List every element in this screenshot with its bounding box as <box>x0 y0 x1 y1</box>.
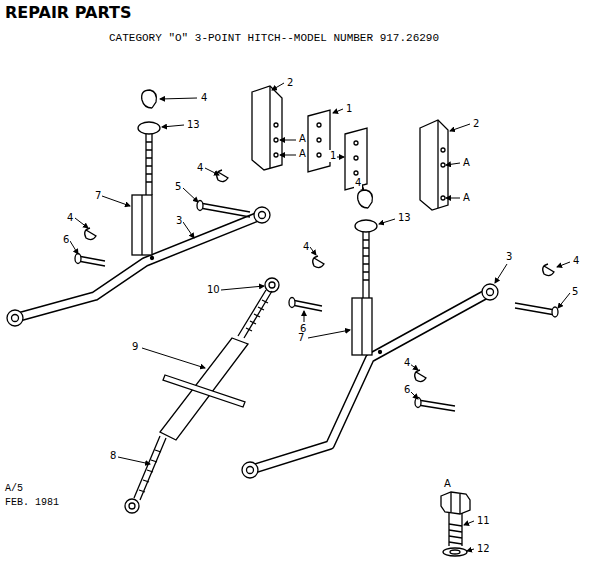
callout-number: 3 <box>505 251 513 263</box>
callout-number: 12 <box>476 543 491 555</box>
callout-number: A <box>298 133 307 145</box>
callout-number: 4 <box>200 92 208 104</box>
callout-number: 4 <box>354 177 362 189</box>
callout-number: 1 <box>345 103 353 115</box>
callout-number: 4 <box>403 357 411 369</box>
callout-number: A <box>462 192 471 204</box>
callout-number: 5 <box>571 286 579 298</box>
subtitle: CATEGORY "O" 3-POINT HITCH--MODEL NUMBER… <box>108 32 440 45</box>
callout-number: 6 <box>403 384 411 396</box>
callout-number: 11 <box>476 515 491 527</box>
date-note: FEB. 1981 <box>4 497 60 509</box>
callout-number: 13 <box>186 119 201 131</box>
callout-number: A <box>298 148 307 160</box>
callout-number: 4 <box>302 241 310 253</box>
callout-number: 4 <box>66 212 74 224</box>
callout-number: 9 <box>131 341 139 353</box>
callout-number: 8 <box>109 450 117 462</box>
callout-number: 4 <box>572 255 580 267</box>
callout-number: 2 <box>286 77 294 89</box>
callout-number: 13 <box>397 212 412 224</box>
callout-number: 4 <box>196 162 204 174</box>
callout-number: A <box>443 478 452 490</box>
callout-number: 3 <box>175 215 183 227</box>
callout-number: 2 <box>472 118 480 130</box>
callout-number: 1 <box>329 150 337 162</box>
callout-number: 5 <box>174 181 182 193</box>
page-title: REPAIR PARTS <box>4 4 132 22</box>
callout-number: 10 <box>206 284 221 296</box>
revision-note: A/5 <box>4 483 24 495</box>
callout-number: 6 <box>62 234 70 246</box>
callout-number: A <box>462 157 471 169</box>
callout-number: 7 <box>297 332 305 344</box>
callout-number: 7 <box>94 190 102 202</box>
